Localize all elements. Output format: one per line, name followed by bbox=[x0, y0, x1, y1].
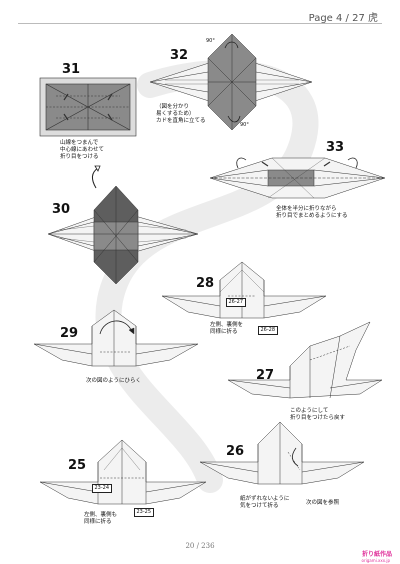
step-number-30: 30 bbox=[52, 202, 71, 217]
watermark-url: origami.xxx.jp bbox=[361, 558, 391, 563]
step28-instruction: 左側、裏側を 同様に折る bbox=[210, 322, 244, 335]
step-number-33: 33 bbox=[326, 140, 345, 155]
page-label: Page 4 / 27 虎 bbox=[308, 13, 378, 24]
step-number-26: 26 bbox=[226, 444, 245, 459]
page-number: 20 / 236 bbox=[185, 542, 215, 550]
step32-instruction: （図を分かり 易くするため） カドを直角に立てる bbox=[156, 104, 206, 124]
watermark-logo: 折り紙作品 bbox=[361, 551, 392, 558]
step32-angle-bottom: 90° bbox=[240, 122, 249, 128]
step-number-29: 29 bbox=[60, 326, 79, 341]
step25-ref-a: 23-24 bbox=[92, 484, 112, 493]
step-number-27: 27 bbox=[256, 368, 275, 383]
step30-figure bbox=[47, 185, 199, 285]
step28-ref-a: 26-27 bbox=[226, 298, 246, 307]
step-number-25: 25 bbox=[68, 458, 87, 473]
step25-figure bbox=[39, 439, 207, 505]
step25-instruction: 左側、裏側も 同様に折る bbox=[84, 512, 118, 525]
step27-instruction: このようにして 折り目をつけたら戻す bbox=[290, 408, 346, 421]
step27-figure bbox=[227, 321, 383, 399]
step33-instruction: 全体を半分に折りながら 折り目でまとめるようにする bbox=[276, 206, 348, 219]
step25-ref-b: 23-25 bbox=[134, 508, 154, 517]
step26-see-next: 次の図を参照 bbox=[306, 500, 340, 506]
step32-figure bbox=[149, 33, 313, 131]
step33-figure bbox=[209, 157, 386, 199]
curved-arrow bbox=[91, 167, 99, 189]
step26-figure bbox=[199, 421, 365, 485]
step28-ref-b: 26-28 bbox=[258, 326, 278, 335]
header-rule bbox=[18, 23, 382, 24]
step-number-28: 28 bbox=[196, 276, 215, 291]
step29-instruction: 次の図のようにひらく bbox=[86, 378, 142, 384]
step31-figure bbox=[39, 77, 137, 137]
step28-figure bbox=[161, 261, 327, 319]
step32-angle-top: 90° bbox=[206, 38, 215, 44]
step29-figure bbox=[33, 309, 199, 367]
step26-instruction: 紙がずれないように 気をつけて折る bbox=[240, 496, 290, 509]
step-number-31: 31 bbox=[62, 62, 81, 77]
step31-instruction: 山線をつまんで 中心線にあわせて 折り目をつける bbox=[60, 140, 105, 160]
step-number-32: 32 bbox=[170, 48, 189, 63]
